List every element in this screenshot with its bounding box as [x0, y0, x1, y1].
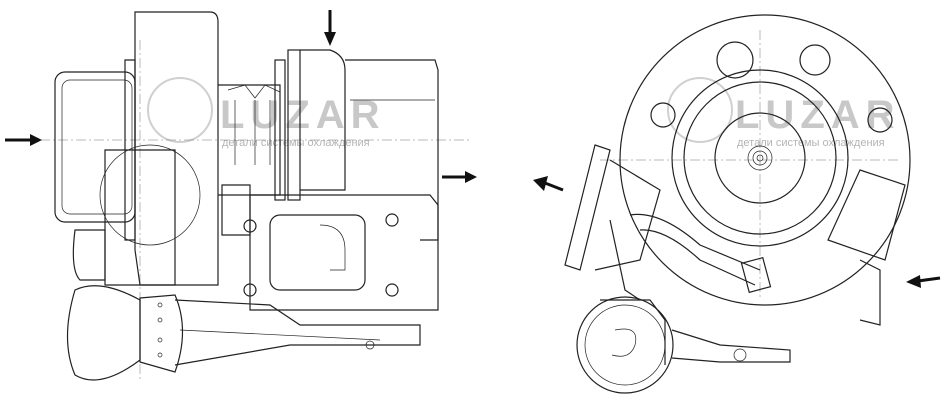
arrow-left-icon-2: [906, 275, 941, 288]
watermark-brand-2: LUZAR: [735, 93, 901, 137]
watermark-brand: LUZAR: [220, 93, 386, 137]
arrow-right-icon: [5, 134, 42, 146]
arrow-down-icon: [324, 10, 336, 46]
arrow-left-icon: [533, 176, 564, 192]
watermark-right: LUZAR детали системы охлаждения: [667, 77, 901, 149]
flow-arrows: [5, 10, 941, 288]
watermark-tagline: детали системы охлаждения: [222, 137, 370, 149]
watermark-tagline-2: детали системы охлаждения: [737, 137, 885, 149]
watermark-left: LUZAR детали системы охлаждения: [147, 77, 386, 149]
arrow-right-icon-2: [442, 171, 477, 183]
end-view: [564, 14, 911, 394]
side-view: [40, 11, 470, 381]
